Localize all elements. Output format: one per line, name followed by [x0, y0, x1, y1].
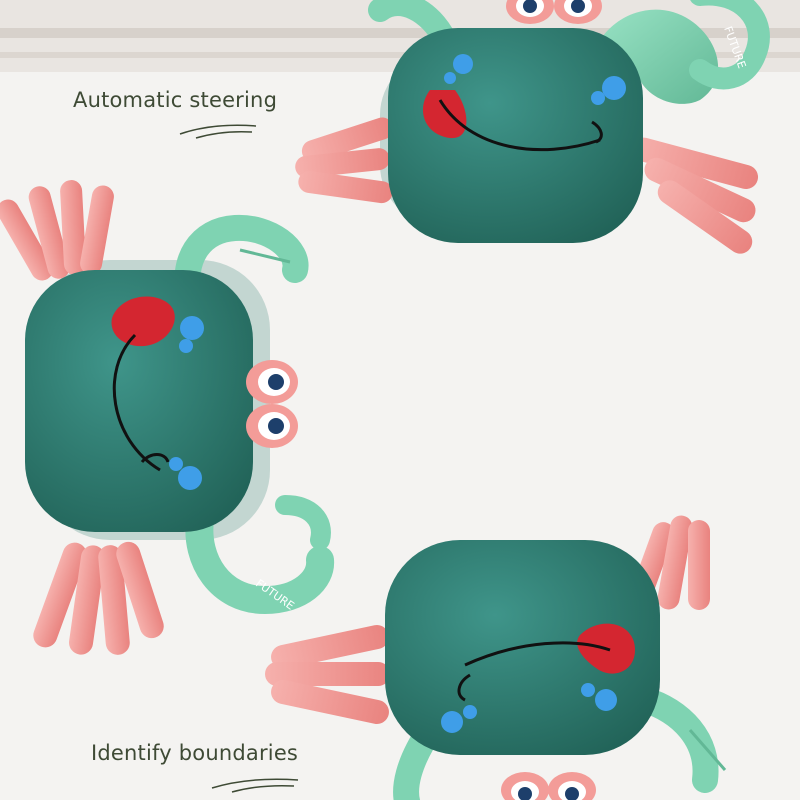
legs-left [265, 625, 390, 724]
legs-left [295, 117, 394, 204]
claw [174, 214, 309, 313]
crab-cheek [602, 76, 626, 100]
legs-bottom [33, 541, 164, 655]
crab-cheek [453, 54, 473, 74]
claw [632, 687, 719, 793]
claw [185, 506, 335, 615]
caption-identify-boundaries: Identify boundaries [91, 741, 299, 765]
crab-tongue [422, 90, 467, 139]
crab-smile [464, 641, 611, 667]
crab-tongue [111, 296, 175, 347]
crab-top: FUTURE [295, 0, 770, 254]
claw [689, 0, 770, 90]
crab-cheek [595, 689, 617, 711]
swoosh-decoration [211, 778, 299, 793]
crab-shell [388, 28, 643, 243]
crab-cheek [180, 316, 204, 340]
caption-automatic-steering: Automatic steering [73, 88, 278, 112]
swoosh-decoration [179, 124, 257, 139]
crab-left: FUTURE [0, 180, 335, 655]
crab-bottom [265, 515, 727, 800]
claw [600, 9, 719, 104]
wall-stripe [0, 28, 800, 38]
crab-eyes [506, 0, 602, 24]
crab-cheek [441, 711, 463, 733]
crab-eyes [246, 360, 298, 448]
legs-right [631, 137, 759, 254]
legs-top [0, 180, 114, 281]
crab-smile [112, 333, 161, 472]
crab-cheek [178, 466, 202, 490]
wall-stripe [0, 52, 800, 58]
crab-eyes [501, 772, 596, 800]
crab-smile [438, 99, 601, 152]
